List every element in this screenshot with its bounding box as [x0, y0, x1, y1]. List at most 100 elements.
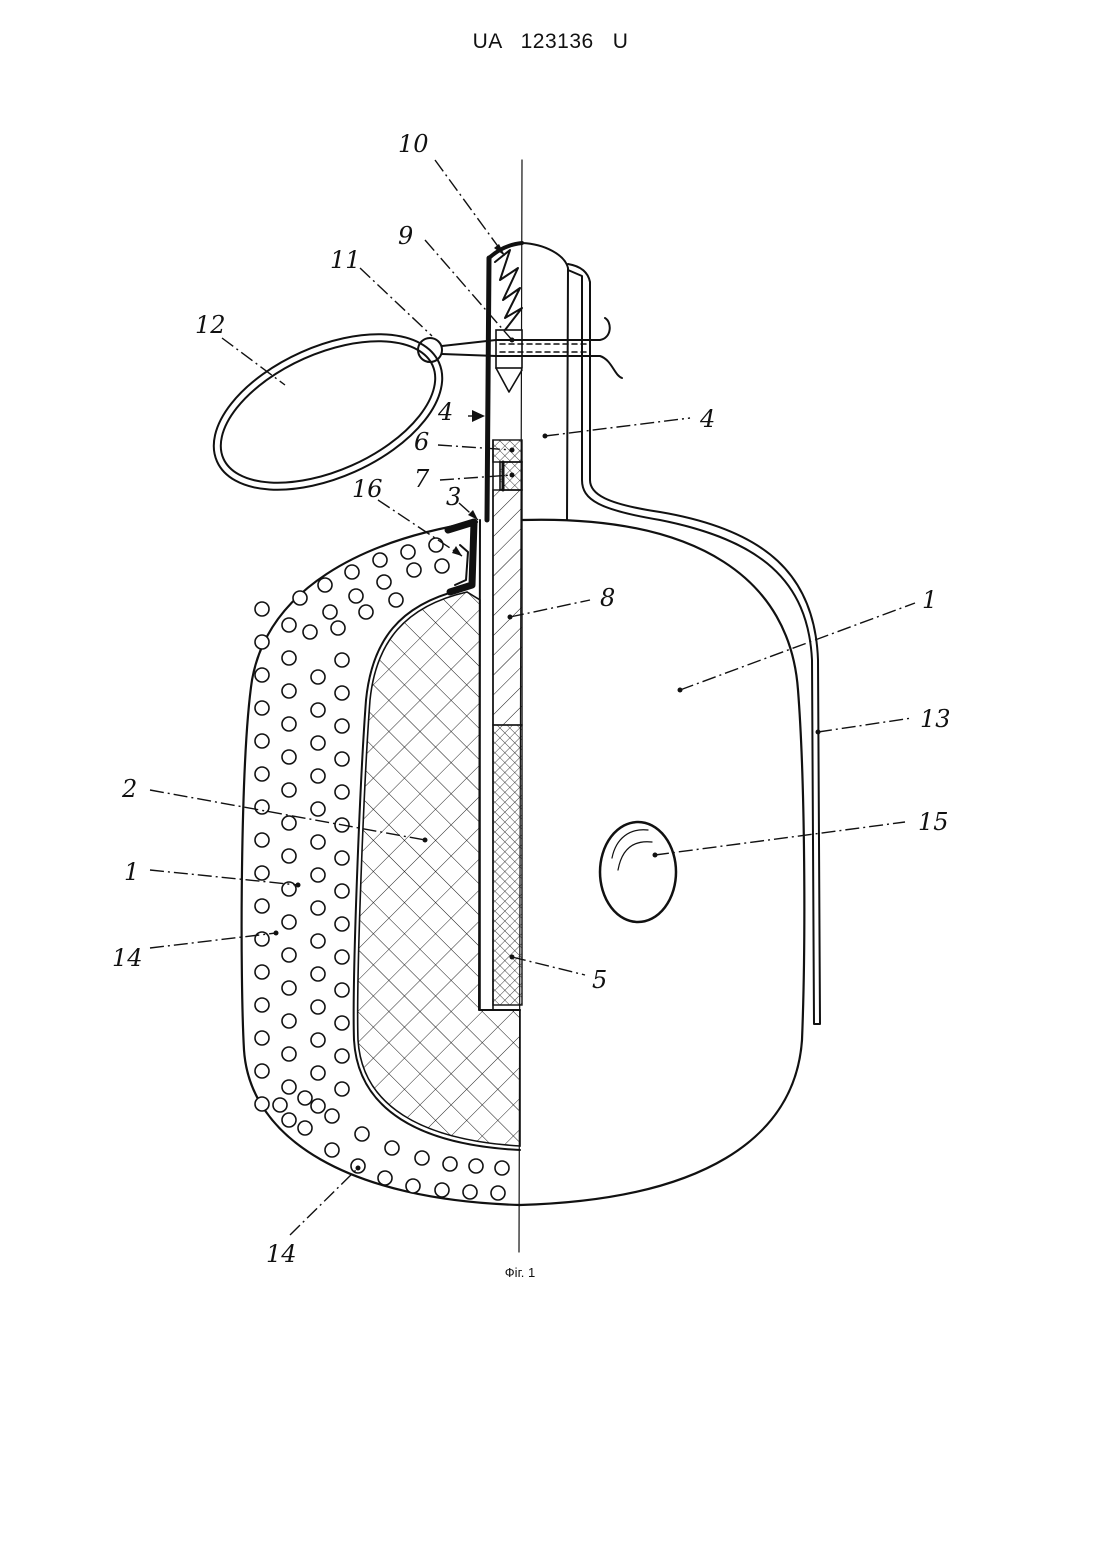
safety-pin-wire [442, 318, 610, 346]
fragment-ball [335, 917, 349, 931]
fragment-ball [359, 605, 373, 619]
fragment-ball [311, 769, 325, 783]
callout-7: 7 [414, 465, 430, 493]
fragment-ball [255, 800, 269, 814]
fragment-ball [255, 833, 269, 847]
fragment-ball [282, 1113, 296, 1127]
fragment-ball [325, 1143, 339, 1157]
fragment-ball [335, 983, 349, 997]
callout-6: 6 [414, 428, 429, 456]
fragment-ball [311, 934, 325, 948]
fragment-ball [335, 719, 349, 733]
sight-window-15 [600, 822, 676, 922]
fragment-ball [282, 783, 296, 797]
fragment-ball [407, 563, 421, 577]
fragment-ball [311, 736, 325, 750]
fragment-ball [311, 1066, 325, 1080]
fragment-ball [415, 1151, 429, 1165]
fragment-ball [282, 849, 296, 863]
fragment-ball [435, 1183, 449, 1197]
callout-14-left: 14 [112, 944, 143, 972]
fragment-ball [406, 1179, 420, 1193]
callout-2: 2 [121, 775, 137, 803]
callout-1-left: 1 [124, 858, 139, 886]
callout-15: 15 [918, 808, 949, 836]
callout-8: 8 [600, 584, 615, 612]
fragment-ball [255, 932, 269, 946]
fragment-ball [335, 1082, 349, 1096]
fragment-ball [255, 998, 269, 1012]
leader-dots [274, 338, 821, 1171]
callout-5: 5 [592, 966, 607, 994]
fragment-ball [255, 965, 269, 979]
fragment-ball [293, 591, 307, 605]
fragment-ball [345, 565, 359, 579]
safety-pin-wire-lower [442, 354, 622, 378]
fragment-ball [435, 559, 449, 573]
fragment-ball [311, 802, 325, 816]
charge-column-5 [493, 725, 522, 1005]
fragment-ball [373, 553, 387, 567]
fragment-ball [335, 686, 349, 700]
detonator-column-8 [493, 490, 522, 725]
fragment-ball [282, 948, 296, 962]
fragment-ball [303, 625, 317, 639]
fragment-ball [335, 752, 349, 766]
fragment-ball [255, 1097, 269, 1111]
fragment-ball [311, 901, 325, 915]
callout-10: 10 [398, 130, 429, 158]
fragment-ball [495, 1161, 509, 1175]
fragment-ball [282, 1014, 296, 1028]
fragment-ball [255, 602, 269, 616]
fragment-ball [355, 1127, 369, 1141]
fragment-ball [255, 701, 269, 715]
fragment-ball [325, 1109, 339, 1123]
fragment-ball [255, 767, 269, 781]
fragment-ball [335, 950, 349, 964]
fragment-ball [429, 538, 443, 552]
fragment-ball [335, 884, 349, 898]
callout-4-right: 4 [699, 405, 715, 433]
fragment-ball [311, 703, 325, 717]
fragment-ball [298, 1091, 312, 1105]
fragment-ball [378, 1171, 392, 1185]
callout-13: 13 [920, 705, 951, 733]
cap-element-6 [493, 440, 522, 462]
fragment-ball [385, 1141, 399, 1155]
fragment-ball [255, 734, 269, 748]
fragment-ball [282, 651, 296, 665]
fuze-neck-right [522, 243, 568, 520]
fragment-ball [311, 868, 325, 882]
fragment-ball [349, 589, 363, 603]
callout-16: 16 [352, 475, 383, 503]
fragment-ball [323, 605, 337, 619]
fragment-ball [255, 899, 269, 913]
fragment-ball [282, 750, 296, 764]
fragment-ball [255, 1064, 269, 1078]
fragment-ball [255, 1031, 269, 1045]
fragment-ball [469, 1159, 483, 1173]
fragment-ball [282, 1047, 296, 1061]
fragment-ball [311, 967, 325, 981]
fragment-ball [389, 593, 403, 607]
fragment-ball [282, 684, 296, 698]
fragment-ball [282, 618, 296, 632]
fragment-ball [443, 1157, 457, 1171]
fuze-tube-wall [487, 258, 489, 520]
fragment-ball [282, 717, 296, 731]
striker-spring-10 [495, 250, 522, 330]
callout-4-left: 4 [437, 398, 453, 426]
fragment-ball [331, 621, 345, 635]
fragment-ball [491, 1186, 505, 1200]
fragment-ball [335, 851, 349, 865]
fragment-ball [298, 1121, 312, 1135]
fragment-ball [311, 1033, 325, 1047]
callout-11: 11 [330, 246, 361, 274]
fragment-ball [335, 1049, 349, 1063]
callout-14-bottom: 14 [266, 1240, 297, 1268]
callout-1-right: 1 [922, 586, 937, 614]
fragment-ball [335, 785, 349, 799]
fragment-ball [311, 1000, 325, 1014]
